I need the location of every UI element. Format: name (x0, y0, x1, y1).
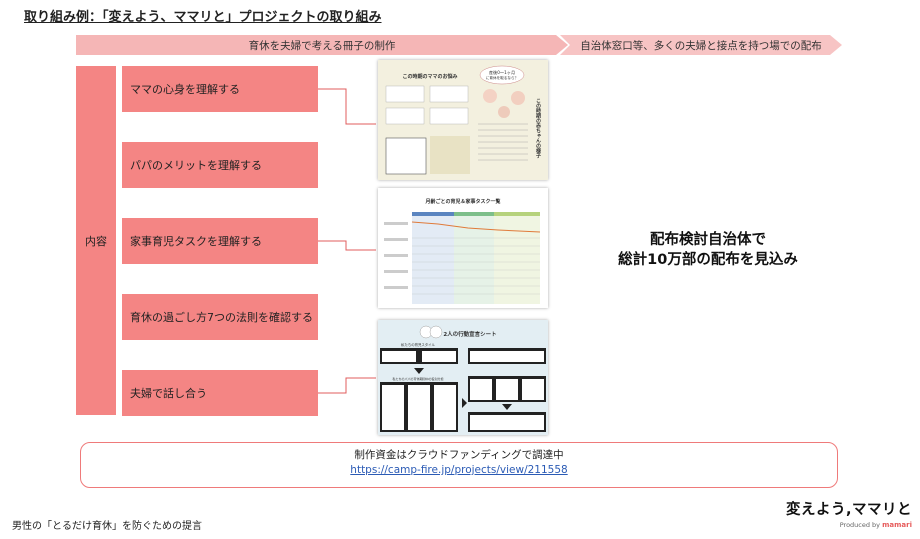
page-title: 取り組み例：「変えよう、ママリと」プロジェクトの取り組み (24, 10, 382, 25)
booklet1-heading: この時期のママのお悩み (402, 73, 457, 80)
booklet-page-tasks-thumbnail: 月齢ごとの育児＆家事タスク一覧 (378, 188, 548, 308)
distribution-highlight: 配布検討自治体で 総計10万部の配布を見込み (600, 230, 816, 270)
highlight-line1: 配布検討自治体で (650, 232, 766, 248)
booklet3-section2: 私たちのパパの育休期間中の役割分担 (392, 376, 443, 381)
booklet-page-chart: 月齢ごとの育児＆家事タスク一覧 (378, 188, 548, 308)
brand-logo: 変えよう,ママリと Produced by mamari (784, 498, 912, 529)
booklet2-heading: 月齢ごとの育児＆家事タスク一覧 (425, 198, 501, 205)
funding-link[interactable]: https://camp-fire.jp/projects/view/21155… (350, 464, 568, 476)
funding-text: 制作資金はクラウドファンディングで調達中 (354, 449, 564, 461)
booklet-page-illustration: この時期のママのお悩み 産後0〜1ヶ月 に育休を取るなら？ この時期の赤ちゃんの… (378, 60, 548, 180)
logo-produced-by: Produced by mamari (784, 521, 912, 529)
highlight-line2: 総計10万部の配布を見込み (618, 252, 798, 268)
content-label: 内容 (76, 66, 116, 415)
logo-produced-by-label: Produced by (839, 521, 881, 529)
content-item-tasks: 家事育児タスクを理解する (122, 218, 318, 264)
connector-line-3 (318, 377, 376, 394)
booklet-page-action-sheet-thumbnail: 2人の行動宣言シート 私たちの育児スタイル 私たちのパパの育休期間中の役割分担 (378, 320, 548, 435)
content-item-discuss: 夫婦で話し合う (122, 370, 318, 416)
booklet-page-mama-thumbnail: この時期のママのお悩み 産後0〜1ヶ月 に育休を取るなら？ この時期の赤ちゃんの… (378, 60, 548, 180)
booklet-page-worksheet: 2人の行動宣言シート 私たちの育児スタイル 私たちのパパの育休期間中の役割分担 (378, 320, 548, 435)
process-arrow-distribution: 自治体窓口等、多くの夫婦と接点を持つ場での配布 (560, 35, 842, 55)
funding-box: 制作資金はクラウドファンディングで調達中 https://camp-fire.j… (80, 442, 838, 488)
booklet1-badge-line2: に育休を取るなら？ (486, 75, 518, 80)
booklet1-side-text: この時期の赤ちゃんの様子 (535, 98, 542, 159)
booklet1-badge-line1: 産後0〜1ヶ月 (489, 69, 515, 76)
connector-line-1 (318, 88, 376, 125)
process-arrow-booklet: 育休を夫婦で考える冊子の制作 (76, 35, 568, 55)
footer-caption: 男性の「とるだけ育休」を防ぐための提言 (12, 521, 202, 532)
content-item-mama: ママの心身を理解する (122, 66, 318, 112)
logo-brand-name: mamari (882, 521, 912, 529)
content-item-seven-rules: 育休の過ごし方7つの法則を確認する (122, 294, 318, 340)
booklet3-section1: 私たちの育児スタイル (401, 342, 436, 347)
content-item-papa: パパのメリットを理解する (122, 142, 318, 188)
logo-main-text: 変えよう,ママリと (785, 502, 912, 518)
connector-line-2 (318, 240, 376, 251)
booklet3-heading: 2人の行動宣言シート (443, 330, 496, 338)
